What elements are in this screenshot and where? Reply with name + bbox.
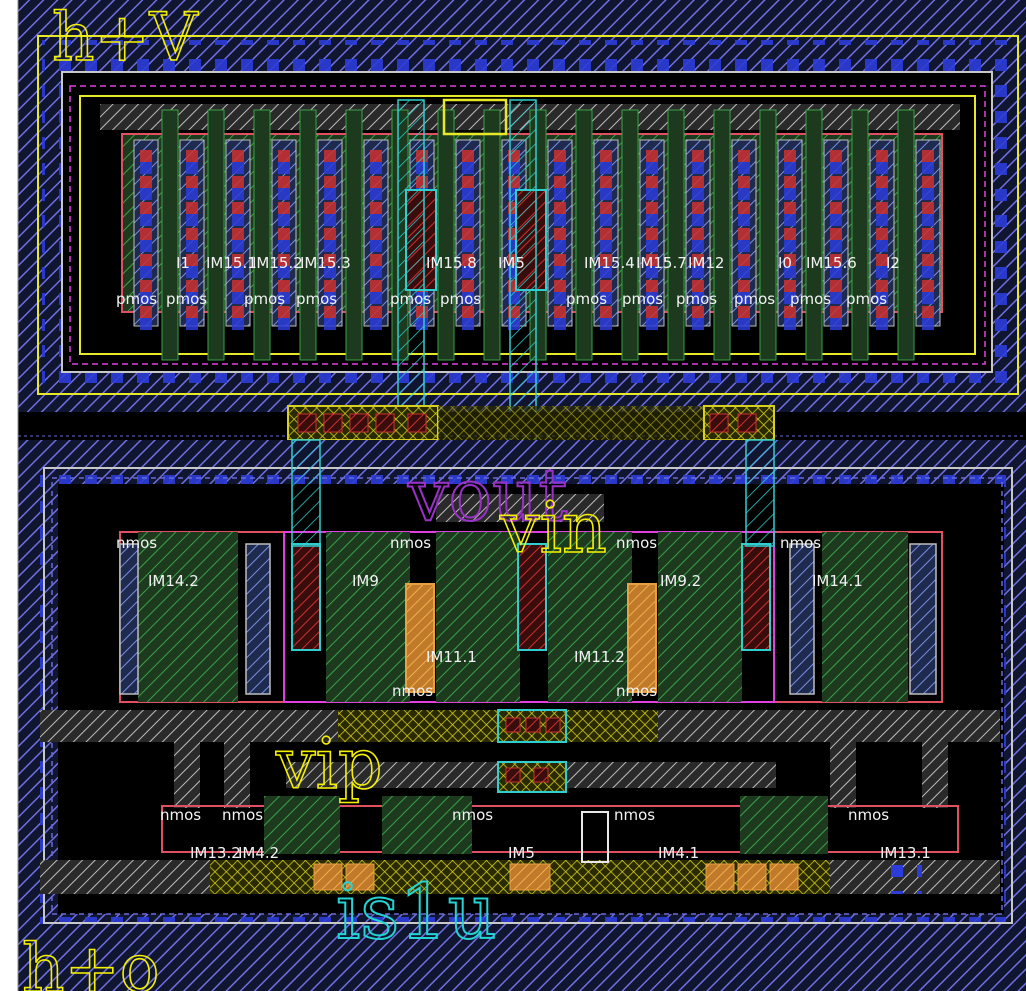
nmos-type-5: nmos	[392, 682, 433, 700]
nmos-type-1: nmos	[116, 534, 157, 552]
pmos-type-label: pmos	[390, 290, 431, 308]
nmos-name-im14-1: IM14.1	[812, 572, 863, 590]
pin-label-vin: vin	[499, 487, 607, 569]
pmos-device-name: IM15.6	[806, 254, 857, 272]
pmos-type-label: pmos	[790, 290, 831, 308]
nmos-type-9: nmos	[452, 806, 493, 824]
pmos-type-label: pmos	[296, 290, 337, 308]
pmos-type-label: pmos	[846, 290, 887, 308]
pmos-type-label: pmos	[116, 290, 157, 308]
pmos-device-name: IM15.7	[636, 254, 687, 272]
nmos-name-im11-1: IM11.1	[426, 648, 477, 666]
pmos-device-name: IM15.2	[252, 254, 303, 272]
pmos-device-name: IM15.3	[300, 254, 351, 272]
nmos-type-7: nmos	[160, 806, 201, 824]
link-bar	[0, 405, 1026, 441]
pmos-device-name: IM5	[498, 254, 525, 272]
pmos-type-label: pmos	[244, 290, 285, 308]
pmos-device-name: I2	[886, 254, 900, 272]
pmos-device-name: I0	[778, 254, 792, 272]
pmos-type-label: pmos	[622, 290, 663, 308]
pmos-type-labels: pmos pmos pmos pmos pmos pmos pmos pmos pmos pmos…	[116, 290, 887, 308]
pmos-device-name: I1	[176, 254, 190, 272]
pmos-type-label: pmos	[440, 290, 481, 308]
nmos-type-11: nmos	[848, 806, 889, 824]
nmos-type-6: nmos	[616, 682, 657, 700]
nmos-type-3: nmos	[616, 534, 657, 552]
pmos-device-name: IM15.4	[584, 254, 635, 272]
nmos-type-4: nmos	[780, 534, 821, 552]
nmos-name-im9: IM9	[352, 572, 379, 590]
pmos-device-name: IM15.1	[206, 254, 257, 272]
pmos-type-label: pmos	[166, 290, 207, 308]
nmos-type-10: nmos	[614, 806, 655, 824]
pmos-type-label: pmos	[734, 290, 775, 308]
pmos-device-name: IM12	[688, 254, 724, 272]
nmos-type-8: nmos	[222, 806, 263, 824]
nmos-name-im5: IM5	[508, 844, 535, 862]
nmos-name-im14-2: IM14.2	[148, 572, 199, 590]
pmos-device-name: IM15.8	[426, 254, 477, 272]
left-edge	[0, 0, 18, 991]
nmos-name-im4-1: IM4.1	[658, 844, 699, 862]
nmos-name-im13-1: IM13.1	[880, 844, 931, 862]
pin-label-vout: vout	[407, 453, 567, 537]
pmos-type-label: pmos	[676, 290, 717, 308]
pin-label-ho: h+o	[22, 930, 160, 991]
nmos-name-im13-2: IM13.2	[190, 844, 241, 862]
pin-label-hv: h+V	[52, 0, 199, 76]
nmos-name-im11-2: IM11.2	[574, 648, 625, 666]
nmos-type-2: nmos	[390, 534, 431, 552]
nmos-region	[18, 439, 1026, 991]
pmos-type-label: pmos	[566, 290, 607, 308]
nmos-name-im4-2: IM4.2	[238, 844, 279, 862]
pin-label-is1u: is1u	[336, 867, 497, 956]
nmos-name-im9-2: IM9.2	[660, 572, 701, 590]
pin-label-vip: vip	[275, 723, 383, 805]
